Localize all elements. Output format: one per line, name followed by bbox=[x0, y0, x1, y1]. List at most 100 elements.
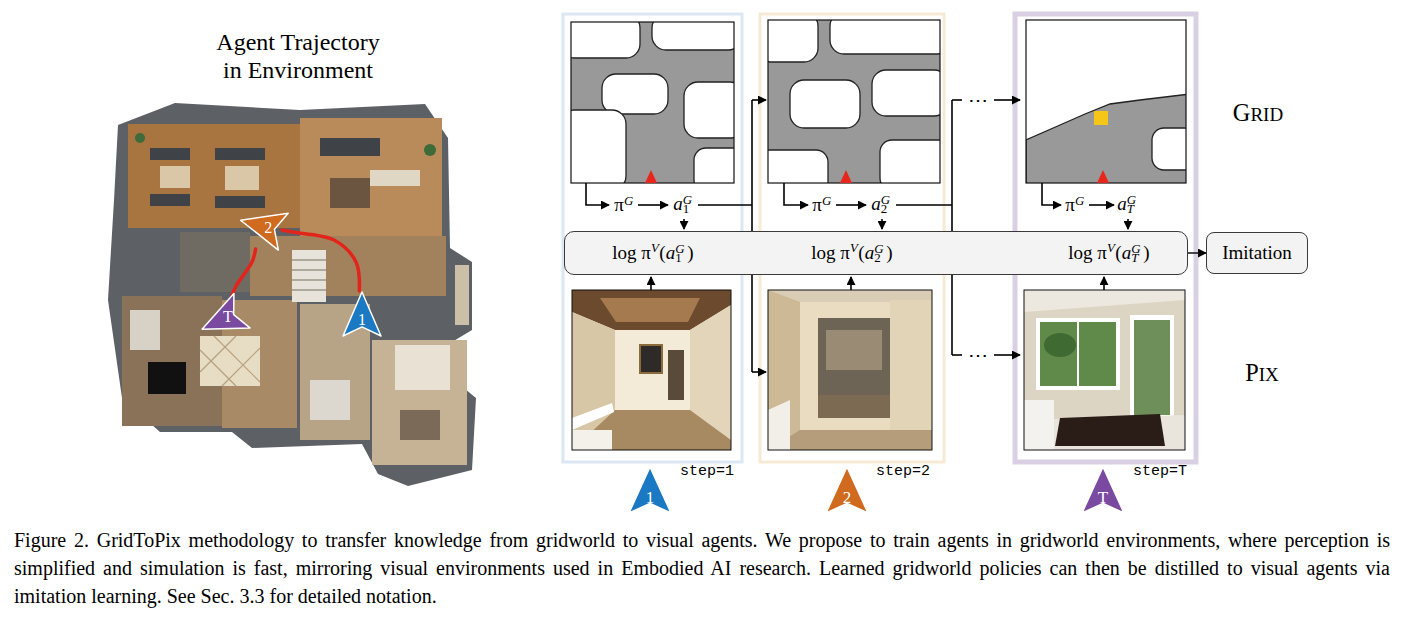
flow-arrow bbox=[1089, 204, 1114, 206]
step-marker: 2 bbox=[825, 466, 869, 514]
math-glyph bbox=[1093, 242, 1098, 263]
math-superscript: G bbox=[822, 193, 831, 208]
flow-arrow bbox=[1103, 277, 1105, 290]
egocentric-view bbox=[768, 400, 790, 450]
math-glyph: g bbox=[826, 242, 836, 263]
waypoint-marker: 2 bbox=[242, 203, 282, 249]
policy-symbol: πG bbox=[812, 194, 831, 216]
egocentric-view bbox=[572, 290, 731, 450]
house-floorplan bbox=[395, 345, 450, 390]
math-glyph: o bbox=[1074, 242, 1084, 263]
math-superscript: G bbox=[1131, 243, 1140, 256]
figure-caption: Figure 2. GridToPix methodology to trans… bbox=[14, 526, 1390, 610]
flow-arrow bbox=[952, 99, 962, 101]
house-floorplan bbox=[310, 380, 350, 420]
math-glyph: ( bbox=[1115, 242, 1121, 263]
house-floorplan bbox=[292, 250, 326, 302]
math-superscript: V bbox=[651, 240, 659, 255]
grid-observation bbox=[1094, 111, 1108, 125]
house-floorplan bbox=[108, 103, 476, 486]
egocentric-view bbox=[890, 300, 932, 450]
house-floorplan bbox=[225, 166, 259, 190]
egocentric-view bbox=[768, 290, 800, 450]
math-glyph: g bbox=[1083, 242, 1093, 263]
math-glyph: ) bbox=[1143, 242, 1149, 263]
math-glyph: a bbox=[865, 242, 875, 263]
egocentric-view bbox=[572, 290, 1185, 450]
step-label: step=T bbox=[1133, 463, 1187, 480]
math-superscript: G bbox=[624, 193, 633, 208]
arrowhead-shape bbox=[826, 467, 868, 513]
grid-observation bbox=[602, 74, 668, 114]
egocentric-view bbox=[1077, 322, 1079, 386]
grid-observation bbox=[645, 170, 657, 183]
arrowhead-shape bbox=[202, 297, 242, 343]
grid-observation bbox=[768, 20, 940, 183]
flow-arrow bbox=[752, 371, 766, 373]
house-floorplan bbox=[292, 289, 326, 291]
math-index: 1G bbox=[675, 243, 687, 265]
math-superscript: G bbox=[1127, 195, 1136, 208]
grid-observation bbox=[1152, 128, 1186, 170]
house-floorplan bbox=[215, 196, 265, 208]
house-floorplan bbox=[455, 265, 469, 325]
grid-observation bbox=[694, 148, 734, 183]
egocentric-view bbox=[1134, 320, 1170, 415]
action-symbol: aTG bbox=[1117, 193, 1139, 216]
grid-observation bbox=[571, 22, 734, 183]
marker-number: 2 bbox=[843, 488, 852, 505]
math-superscript: G bbox=[675, 243, 684, 256]
math-glyph: π bbox=[840, 242, 850, 263]
house-floorplan bbox=[400, 410, 440, 440]
waypoint-marker: T bbox=[202, 297, 242, 343]
flow-arrow bbox=[952, 354, 962, 356]
egocentric-view bbox=[572, 290, 731, 450]
flow-arrow bbox=[836, 204, 866, 206]
math-glyph: π bbox=[641, 242, 651, 263]
egocentric-view bbox=[1130, 315, 1174, 420]
egocentric-view bbox=[1036, 318, 1120, 390]
house-floorplan bbox=[292, 269, 326, 271]
trajectory-path bbox=[282, 230, 359, 291]
math-glyph: a bbox=[673, 193, 683, 214]
egocentric-view bbox=[615, 330, 690, 410]
marker-number: 1 bbox=[358, 312, 366, 328]
math-index: TG bbox=[1131, 243, 1143, 265]
math-glyph: a bbox=[666, 242, 676, 263]
house-floorplan bbox=[160, 166, 190, 188]
egocentric-view bbox=[1044, 333, 1076, 357]
math-glyph: a bbox=[871, 193, 881, 214]
house-floorplan bbox=[372, 340, 467, 465]
egocentric-view bbox=[572, 403, 614, 430]
flow-arrow bbox=[1127, 219, 1129, 229]
math-glyph: π bbox=[614, 194, 624, 215]
math-glyph: ) bbox=[687, 242, 693, 263]
egocentric-view bbox=[768, 290, 932, 450]
house-floorplan bbox=[250, 236, 446, 296]
math-glyph: ) bbox=[886, 242, 892, 263]
grid-observation bbox=[571, 22, 640, 58]
house-floorplan bbox=[424, 144, 436, 156]
egocentric-view bbox=[818, 318, 890, 418]
math-glyph: π bbox=[1065, 194, 1075, 215]
step-marker: T bbox=[1081, 466, 1125, 514]
arrowhead-shape bbox=[629, 467, 671, 513]
house-floorplan bbox=[215, 148, 265, 160]
math-glyph: g bbox=[627, 242, 637, 263]
flow-arrow bbox=[994, 99, 1020, 101]
arrowhead-shape bbox=[194, 293, 250, 346]
math-index: 1G bbox=[683, 195, 695, 217]
flow-arrow bbox=[850, 277, 852, 290]
math-glyph: ( bbox=[659, 242, 665, 263]
log-likelihood-bar: log πV(a1G)log πV(a2G)log πV(aTG) bbox=[564, 231, 1188, 275]
house-floorplan bbox=[300, 118, 442, 236]
egocentric-view bbox=[768, 430, 932, 450]
ellipsis: ⋯ bbox=[968, 344, 988, 367]
arrowhead-shape bbox=[343, 292, 381, 336]
panel-frame bbox=[563, 14, 1196, 462]
math-glyph: l bbox=[811, 242, 816, 263]
math-superscript: G bbox=[881, 195, 890, 208]
grid-observation bbox=[768, 20, 818, 62]
